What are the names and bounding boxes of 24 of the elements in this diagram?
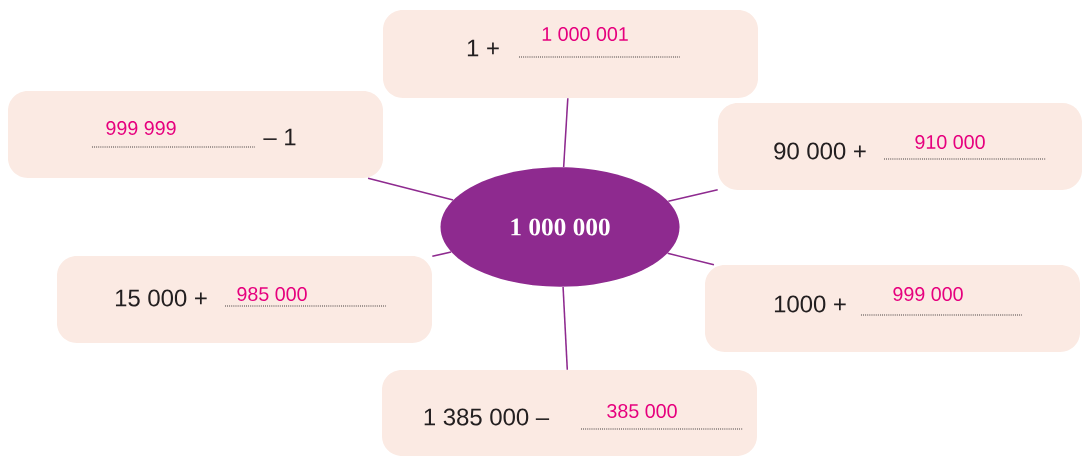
expression-box	[8, 91, 384, 179]
answer-text: 1 000 001	[542, 27, 628, 41]
connector-line	[367, 177, 454, 201]
connector-line	[667, 188, 719, 203]
expression-text: 90 000 +	[774, 142, 866, 160]
expression-box	[718, 103, 1082, 191]
expression-text: 1 385 000 –	[424, 408, 550, 426]
connector-line	[562, 97, 569, 168]
answer-text: 999 000	[893, 287, 963, 301]
answer-text: 985 000	[237, 287, 307, 301]
expression-box	[57, 256, 433, 344]
expression-text: 15 000 +	[116, 289, 207, 307]
expression-box	[705, 265, 1081, 353]
expression-text: 1 +	[467, 39, 499, 57]
expression-text: – 1	[263, 128, 296, 146]
connector-line	[666, 252, 715, 266]
answer-text: 999 999	[106, 121, 176, 135]
expression-text: 1000 +	[774, 295, 846, 313]
answer-text: 910 000	[915, 135, 985, 149]
expression-box	[382, 370, 758, 456]
connector-line	[562, 286, 569, 371]
connector-line	[431, 251, 452, 258]
answer-text: 385 000	[607, 404, 677, 418]
expression-box	[383, 10, 759, 98]
